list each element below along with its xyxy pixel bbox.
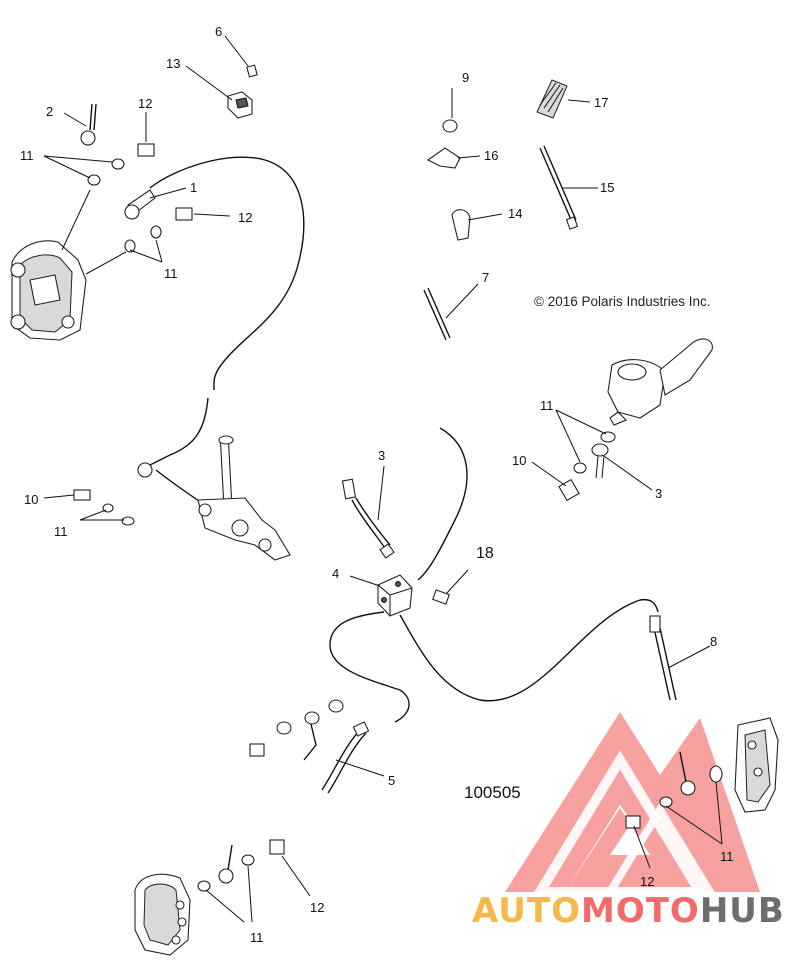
callout-3-right: 3 bbox=[655, 486, 662, 501]
callout-10-left: 10 bbox=[24, 492, 38, 507]
callout-numbers: 6 13 2 12 11 1 12 11 9 17 16 15 14 7 © 2… bbox=[20, 24, 734, 945]
brake-hoses bbox=[149, 156, 677, 794]
leader-lines bbox=[43, 35, 723, 923]
callout-7: 7 bbox=[482, 270, 489, 285]
callout-8: 8 bbox=[710, 634, 717, 649]
callout-11-left: 11 bbox=[54, 524, 68, 539]
watermark-auto: AUTO bbox=[472, 891, 581, 931]
callout-14: 14 bbox=[508, 206, 522, 221]
callout-12-bottom-right: 12 bbox=[640, 874, 654, 889]
automotohub-watermark-text: AUTOMOTOHUB bbox=[472, 891, 785, 931]
right-caliper bbox=[734, 717, 779, 813]
watermark-moto: MOTO bbox=[581, 891, 700, 931]
callout-11-right: 11 bbox=[540, 398, 554, 413]
bottom-hose bbox=[321, 727, 363, 791]
hardware bbox=[73, 64, 723, 892]
copyright-notice: © 2016 Polaris Industries Inc. bbox=[534, 294, 711, 309]
center-hose-right bbox=[399, 598, 659, 702]
callout-9: 9 bbox=[462, 70, 469, 85]
callout-16: 16 bbox=[484, 148, 498, 163]
callout-2: 2 bbox=[46, 104, 53, 119]
front-left-caliper bbox=[10, 240, 87, 341]
callout-17: 17 bbox=[594, 95, 608, 110]
callout-10-right: 10 bbox=[512, 453, 526, 468]
center-hose-upper bbox=[417, 427, 468, 581]
svg-text:AUTOMOTOHUB: AUTOMOTOHUB bbox=[472, 891, 785, 931]
callout-11-top: 11 bbox=[20, 148, 34, 163]
distribution-block bbox=[377, 574, 413, 617]
callout-6: 6 bbox=[215, 24, 222, 39]
callout-13: 13 bbox=[166, 56, 180, 71]
rear-master-cylinder bbox=[197, 435, 291, 561]
callout-11-mid: 11 bbox=[164, 266, 178, 281]
callout-3-center: 3 bbox=[378, 448, 385, 463]
callout-11-bottom-right: 11 bbox=[720, 849, 734, 864]
callout-12-mid: 12 bbox=[238, 210, 252, 225]
watermark-hub: HUB bbox=[700, 891, 785, 931]
center-hose-left bbox=[329, 611, 410, 723]
automotohub-watermark-logo bbox=[505, 712, 760, 897]
callout-11-bottom-left: 11 bbox=[250, 930, 264, 945]
callout-12-top: 12 bbox=[138, 96, 152, 111]
master-cylinder bbox=[607, 338, 713, 426]
callout-15: 15 bbox=[600, 180, 614, 195]
callout-1: 1 bbox=[190, 180, 197, 195]
brake-line-3 bbox=[341, 478, 395, 559]
front-hose-loop bbox=[149, 156, 305, 391]
callout-4: 4 bbox=[332, 566, 339, 581]
rear-left-caliper bbox=[134, 873, 191, 956]
callout-5: 5 bbox=[388, 773, 395, 788]
drawing-number: 100505 bbox=[464, 783, 521, 802]
callout-18: 18 bbox=[476, 545, 494, 562]
callout-12-bottom-left: 12 bbox=[310, 900, 324, 915]
